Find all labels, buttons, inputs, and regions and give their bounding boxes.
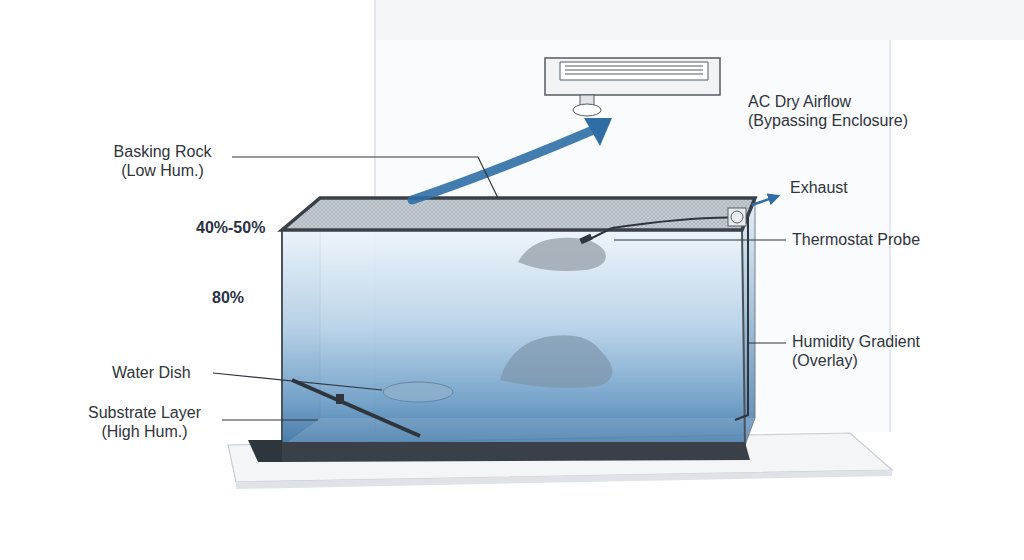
tank-front <box>282 230 745 445</box>
callout-label: Thermostat Probe <box>792 230 952 249</box>
tank-foot <box>248 440 282 462</box>
airflow-label: AC Dry Airflow (Bypassing Enclosure) <box>748 92 928 130</box>
ac-unit <box>545 58 720 95</box>
ac-sensor <box>573 104 601 116</box>
humidity-value: 40%-50% <box>196 218 276 237</box>
basking-rock <box>518 238 606 271</box>
probe-wire <box>588 217 748 420</box>
leader-lines <box>213 157 786 420</box>
tank-base <box>282 442 750 462</box>
thermostat-probe <box>579 234 592 245</box>
rock <box>500 335 613 388</box>
exhaust-fan <box>728 208 746 226</box>
water-dish <box>383 382 453 402</box>
humidity-value: 80% <box>212 288 272 307</box>
exhaust-fan <box>731 211 743 223</box>
callout-label: Water Dish <box>112 363 212 382</box>
callout-label: Humidity Gradient (Overlay) <box>792 332 957 370</box>
rail-clip <box>336 394 344 404</box>
ceiling <box>375 0 1024 40</box>
rail <box>292 380 420 436</box>
platform-edge <box>236 470 892 489</box>
airflow-arrowhead <box>584 118 612 146</box>
callout-label: Basking Rock (Low Hum.) <box>100 142 225 180</box>
exhaust-arrow <box>752 196 778 205</box>
mesh-lid <box>282 198 755 230</box>
ac-slats <box>565 66 703 74</box>
airflow-arrow <box>412 128 598 200</box>
callout-label: Substrate Layer (High Hum.) <box>72 403 217 441</box>
callout-label: Exhaust <box>790 178 910 197</box>
tank-frame <box>282 230 745 445</box>
ac-vent <box>560 62 708 80</box>
